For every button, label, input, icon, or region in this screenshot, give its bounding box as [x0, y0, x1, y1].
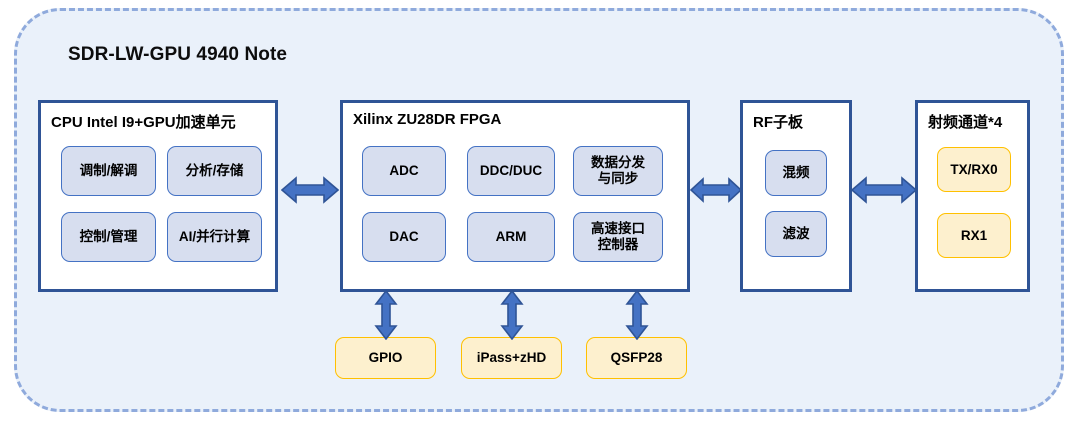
sub-block-mixer-label: 混频 — [782, 165, 810, 181]
sub-block-high-speed-interface-controller-label: 高速接口 控制器 — [591, 221, 645, 253]
sub-block-adc[interactable]: ADC — [362, 146, 446, 196]
sub-block-ddc-duc-label: DDC/DUC — [479, 163, 543, 179]
sub-block-modulation[interactable]: 调制/解调 — [61, 146, 156, 196]
sub-block-filter[interactable]: 滤波 — [765, 211, 827, 257]
sub-block-analysis-storage[interactable]: 分析/存储 — [167, 146, 262, 196]
sub-block-ai-parallel[interactable]: AI/并行计算 — [167, 212, 262, 262]
sub-block-mixer[interactable]: 混频 — [765, 150, 827, 196]
interface-box-ipass-zhd[interactable]: iPass+zHD — [461, 337, 562, 379]
sub-block-filter-label: 滤波 — [782, 226, 810, 242]
sub-block-dac[interactable]: DAC — [362, 212, 446, 262]
block-rf-channels-title: 射频通道*4 — [928, 114, 1003, 131]
sub-block-analysis-storage-label: 分析/存储 — [185, 163, 244, 179]
block-rf-channels: 射频通道*4 — [915, 100, 1030, 292]
block-rf-board-title: RF子板 — [753, 114, 803, 131]
interface-box-ipass-zhd-label: iPass+zHD — [476, 350, 547, 366]
sub-block-data-distribution-sync[interactable]: 数据分发 与同步 — [573, 146, 663, 196]
connector-fpga-to-rf-board-arrow — [690, 170, 742, 210]
sub-block-arm[interactable]: ARM — [467, 212, 555, 262]
sub-block-ddc-duc[interactable]: DDC/DUC — [467, 146, 555, 196]
connector-fpga-to-ipass-arrow — [498, 290, 526, 340]
sub-block-rx1-label: RX1 — [960, 227, 988, 243]
sub-block-adc-label: ADC — [389, 163, 419, 179]
connector-rf-board-to-rf-channels-arrow — [851, 170, 917, 210]
sub-block-modulation-label: 调制/解调 — [79, 163, 138, 179]
sub-block-high-speed-interface-controller[interactable]: 高速接口 控制器 — [573, 212, 663, 262]
sub-block-arm-label: ARM — [495, 229, 527, 245]
sub-block-rx1[interactable]: RX1 — [937, 213, 1011, 258]
block-fpga-title: Xilinx ZU28DR FPGA — [353, 111, 502, 128]
page-title: SDR-LW-GPU 4940 Note — [68, 44, 288, 65]
interface-box-gpio[interactable]: GPIO — [335, 337, 436, 379]
connector-cpu-to-fpga-arrow — [281, 170, 339, 210]
connector-fpga-to-qsfp28-arrow — [623, 290, 651, 340]
sub-block-high-speed-interface-controller-line2: 控制器 — [597, 237, 639, 252]
sub-block-dac-label: DAC — [389, 229, 419, 245]
interface-box-gpio-label: GPIO — [368, 350, 403, 366]
sub-block-control-manage[interactable]: 控制/管理 — [61, 212, 156, 262]
interface-box-qsfp28-label: QSFP28 — [610, 350, 663, 366]
block-fpga: Xilinx ZU28DR FPGA — [340, 100, 690, 292]
sub-block-data-distribution-sync-label: 数据分发 与同步 — [591, 155, 645, 187]
sub-block-control-manage-label: 控制/管理 — [79, 229, 138, 245]
sub-block-high-speed-interface-controller-line1: 高速接口 — [591, 221, 645, 237]
sub-block-ai-parallel-label: AI/并行计算 — [178, 229, 251, 245]
block-cpu-gpu: CPU Intel I9+GPU加速单元 — [38, 100, 278, 292]
sub-block-data-distribution-sync-line1: 数据分发 — [591, 155, 645, 171]
sub-block-data-distribution-sync-line2: 与同步 — [597, 171, 639, 186]
block-cpu-gpu-title: CPU Intel I9+GPU加速单元 — [51, 114, 236, 131]
sub-block-tx-rx0[interactable]: TX/RX0 — [937, 147, 1011, 192]
connector-fpga-to-gpio-arrow — [372, 290, 400, 340]
interface-box-qsfp28[interactable]: QSFP28 — [586, 337, 687, 379]
block-rf-board: RF子板 — [740, 100, 852, 292]
sub-block-tx-rx0-label: TX/RX0 — [950, 161, 998, 177]
